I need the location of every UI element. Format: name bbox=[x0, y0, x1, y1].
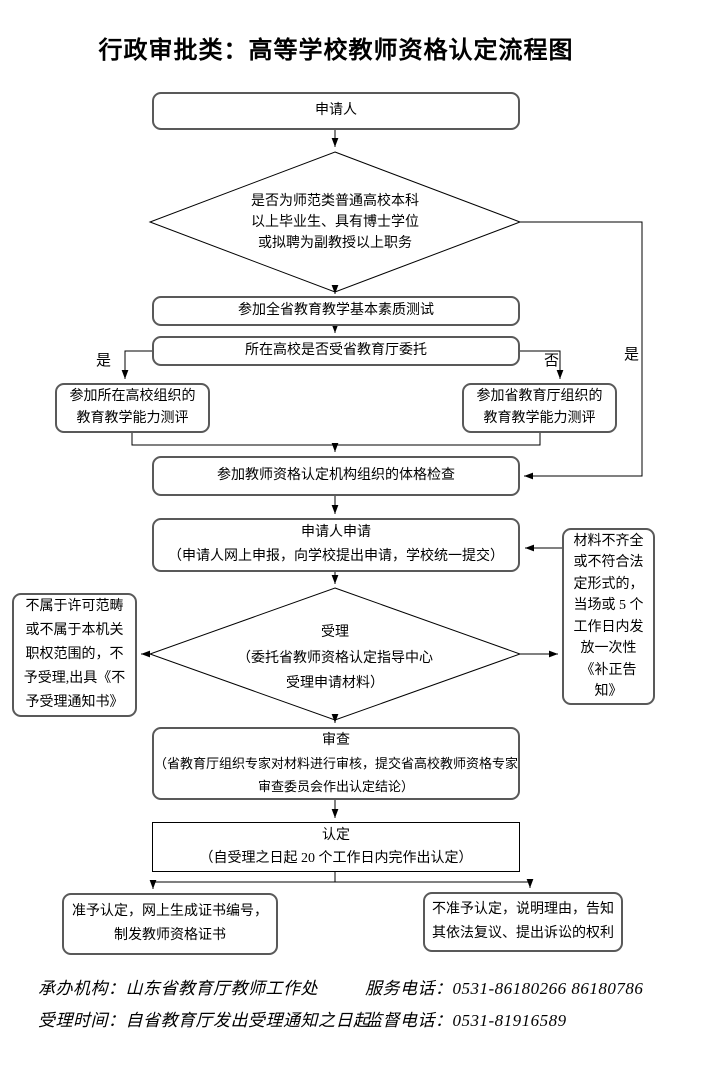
decision-accept-title: 受理 bbox=[321, 625, 349, 640]
edge-label-yes-left: 是 bbox=[96, 353, 112, 369]
decision-accept-subtitle: （委托省教师资格认定指导中心 受理申请材料） bbox=[237, 651, 433, 691]
node-department-evaluation: 参加省教育厅组织的 教育教学能力测评 bbox=[462, 383, 617, 433]
node-approve: 准予认定，网上生成证书编号， 制发教师资格证书 bbox=[62, 893, 278, 955]
node-review: 审查 （省教育厅组织专家对材料进行审核，提交省高校教师资格专家 审查委员会作出认… bbox=[152, 727, 520, 800]
node-reject: 不准予认定，说明理由，告知 其依法复议、提出诉讼的权利 bbox=[423, 892, 623, 952]
node-quality-test: 参加全省教育教学基本素质测试 bbox=[152, 296, 520, 326]
node-applicant: 申请人 bbox=[152, 92, 520, 130]
footer-service-phone: 服务电话：0531-86180266 86180786 bbox=[365, 979, 644, 998]
node-apply: 申请人申请 （申请人网上申报，向学校提出申请，学校统一提交） bbox=[152, 518, 520, 572]
node-not-accepted: 不属于许可范畴 或不属于本机关 职权范围的，不 予受理,出具《不 予受理通知书》 bbox=[12, 593, 137, 717]
footer-accept-time: 受理时间：自省教育厅发出受理通知之日起 bbox=[38, 1011, 371, 1030]
node-apply-subtitle: （申请人网上申报，向学校提出申请，学校统一提交） bbox=[168, 549, 504, 564]
node-determine: 认定 （自受理之日起 20 个工作日内完作出认定） bbox=[152, 822, 520, 872]
edge-label-yes-right: 是 bbox=[624, 347, 640, 363]
node-apply-title: 申请人申请 bbox=[301, 525, 371, 540]
page-title: 行政审批类：高等学校教师资格认定流程图 bbox=[98, 38, 574, 64]
node-entrust-check: 所在高校是否受省教育厅委托 bbox=[152, 336, 520, 366]
node-supplement-notice: 材料不齐全 或不符合法 定形式的， 当场或 5 个 工作日内发 放一次性 《补正… bbox=[562, 528, 655, 705]
decision-qualification-text: 是否为师范类普通高校本科 以上毕业生、具有博士学位 或拟聘为副教授以上职务 bbox=[251, 193, 419, 251]
node-determine-title: 认定 bbox=[322, 828, 350, 843]
node-determine-subtitle: （自受理之日起 20 个工作日内完作出认定） bbox=[199, 851, 473, 866]
node-review-subtitle: （省教育厅组织专家对材料进行审核，提交省高校教师资格专家 审查委员会作出认定结论… bbox=[154, 755, 519, 794]
footer-supervise-phone: 监督电话：0531-81916589 bbox=[365, 1011, 567, 1030]
edge-label-no: 否 bbox=[544, 353, 560, 369]
node-physical-exam: 参加教师资格认定机构组织的体格检查 bbox=[152, 456, 520, 496]
footer-agency: 承办机构：山东省教育厅教师工作处 bbox=[38, 979, 318, 998]
node-university-evaluation: 参加所在高校组织的 教育教学能力测评 bbox=[55, 383, 210, 433]
node-review-title: 审查 bbox=[322, 732, 350, 748]
